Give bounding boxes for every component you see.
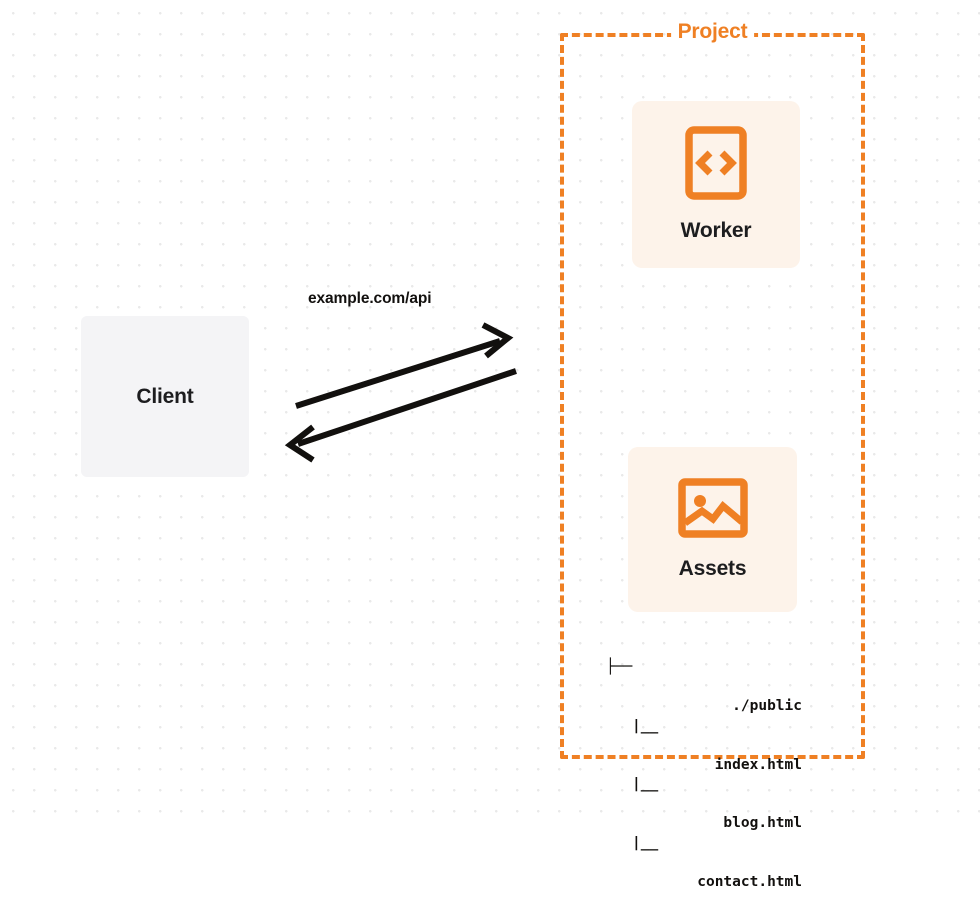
response-arrow (284, 368, 517, 463)
diagram-canvas: Client example.com/api Project Worker (0, 0, 980, 890)
tree-row: |__ contact.html (606, 834, 802, 890)
assets-card[interactable]: Assets (628, 447, 797, 612)
connection-label: example.com/api (308, 290, 432, 307)
project-container: Project (560, 20, 865, 759)
assets-file-tree: ├── ./public |__ index.html |__ blog.htm… (606, 619, 802, 892)
tree-row: |__ blog.html (606, 775, 802, 831)
tree-branch-glyph: |__ (632, 717, 659, 734)
tree-item-name: ./public (732, 698, 802, 714)
code-brackets-icon (685, 126, 747, 205)
request-arrow (295, 322, 514, 409)
worker-label: Worker (680, 219, 752, 242)
worker-card[interactable]: Worker (632, 101, 800, 268)
tree-item-name: contact.html (697, 873, 802, 890)
client-node[interactable]: Client (81, 316, 249, 477)
tree-item-name: index.html (714, 756, 802, 773)
tree-row: ├── ./public (606, 658, 802, 714)
image-icon (677, 478, 748, 543)
tree-row: |__ index.html (606, 717, 802, 773)
tree-item-name: blog.html (723, 815, 802, 831)
assets-label: Assets (678, 557, 747, 580)
tree-branch-glyph: |__ (632, 834, 659, 851)
client-label: Client (136, 384, 194, 408)
tree-branch-glyph: ├── (606, 659, 633, 675)
tree-branch-glyph: |__ (632, 776, 659, 792)
project-title: Project (670, 20, 755, 44)
